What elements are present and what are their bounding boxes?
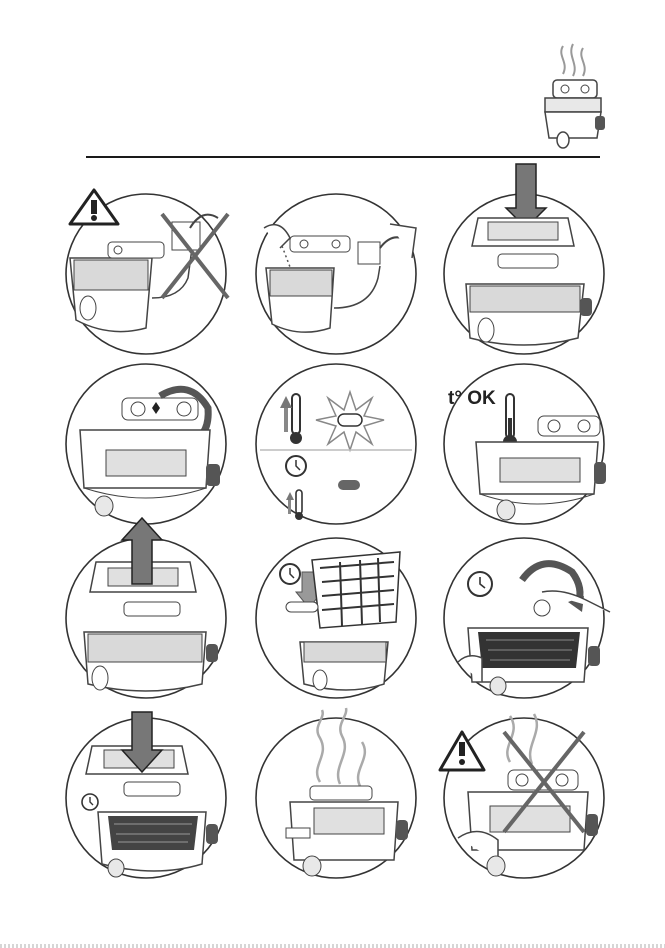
- timer-icon: [468, 572, 492, 596]
- page-bottom-edge: [0, 944, 665, 948]
- header-divider: [86, 156, 600, 158]
- open-lid-step: [60, 532, 232, 704]
- close-lid-step: [438, 188, 610, 360]
- thermometer-icon: [290, 394, 302, 444]
- thermometer-icon: [295, 490, 303, 520]
- timer-icon: [280, 564, 300, 584]
- thermometer-icon: [503, 394, 517, 449]
- close-lid-cooking-step: [60, 712, 232, 884]
- temperature-ok-step: t° OK: [438, 358, 610, 530]
- heating-indicator-step: [250, 358, 422, 530]
- warning-no-open-step: [438, 712, 610, 884]
- fill-oil-plug-in-step: [250, 188, 422, 360]
- steam-release-step: [250, 712, 422, 884]
- warning-unplugged-step: [60, 188, 232, 360]
- plug-icon: [358, 242, 380, 264]
- light-off-icon: [338, 480, 360, 490]
- temperature-ok-label: t° OK: [448, 388, 496, 410]
- timer-icon: [286, 456, 306, 476]
- set-timer-step: [438, 532, 610, 704]
- set-thermostat-step: [60, 358, 232, 530]
- fryer-steam-icon: [535, 42, 610, 154]
- lower-basket-step: [250, 532, 422, 704]
- timer-icon: [82, 794, 98, 810]
